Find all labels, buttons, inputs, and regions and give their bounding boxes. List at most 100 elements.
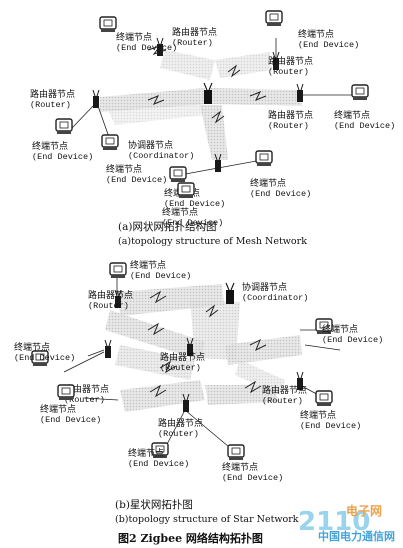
node-label-en: (Router)	[88, 301, 129, 311]
wireless-link-icon	[149, 290, 167, 304]
router-icon	[214, 153, 222, 172]
star-node-end: 终端节点(End Device)	[109, 259, 191, 281]
node-label-cn: 路由器节点	[88, 289, 133, 301]
router-icon	[272, 51, 280, 70]
watermark-number: 2110	[298, 507, 370, 537]
wireless-link-icon	[227, 64, 241, 78]
link-band	[225, 335, 302, 365]
node-label-cn: 终端节点	[32, 140, 68, 152]
wireless-link-icon	[147, 322, 165, 336]
link-band	[235, 360, 285, 395]
link-band	[118, 284, 224, 316]
node-label-en: (Router)	[160, 363, 201, 373]
figure-caption: 图2 Zigbee 网络结构拓扑图	[118, 531, 263, 545]
wireless-link-icon	[244, 380, 262, 394]
node-label-en: (Router)	[268, 67, 309, 77]
node-label-cn: 终端节点	[334, 109, 370, 121]
node-label-en: (End Device)	[106, 175, 167, 185]
mesh-node-router: 路由器节点(Router)	[268, 51, 313, 77]
node-label-en: (End Device)	[322, 335, 383, 345]
mesh-node-end: 终端节点(End Device)	[250, 150, 311, 199]
coordinator-icon	[203, 82, 213, 104]
router-icon	[186, 337, 194, 356]
node-label-cn: 路由器节点	[172, 26, 217, 38]
node-label-en: (End Device)	[250, 189, 311, 199]
node-label-cn: 终端节点	[250, 177, 286, 189]
link-band	[210, 88, 302, 106]
node-label-en: (End Device)	[40, 415, 101, 425]
mesh-node-end: 终端节点(End Device)	[99, 16, 177, 53]
watermark-logo: 2110 电子网 中国电力通信网	[298, 503, 395, 543]
wireless-link-icon	[159, 360, 177, 374]
end-device-icon	[351, 84, 369, 100]
end-device-icon	[169, 166, 187, 182]
star-caption-en: (b)topology structure of Star Network	[115, 514, 299, 525]
node-label-en: (End Device)	[14, 353, 75, 363]
end-device-icon	[265, 10, 283, 26]
end-device-icon	[255, 150, 273, 166]
node-label-cn: 终端节点	[162, 206, 198, 218]
end-device-icon	[109, 262, 127, 278]
mesh-node-router: 路由器节点(Router)	[268, 83, 313, 131]
star-node-coord: 协调器节点(Coordinator)	[225, 281, 308, 304]
end-device-icon	[101, 134, 119, 150]
node-label-en: (Router)	[30, 100, 71, 110]
node-label-cn: 路由器节点	[268, 55, 313, 67]
mesh-caption-en: (a)topology structure of Mesh Network	[118, 236, 307, 247]
mesh-router-bottom	[214, 153, 222, 172]
mesh-node-end: 终端节点(End Device)	[334, 84, 395, 131]
link-band	[120, 380, 205, 412]
star-node-router: 路由器节点(Router)	[158, 393, 203, 439]
router-icon	[156, 37, 164, 56]
node-label-cn: 终端节点	[130, 259, 166, 271]
router-icon	[296, 371, 304, 390]
mesh-node-end: 终端节点(End Device)	[265, 10, 359, 50]
star-link-bands	[105, 284, 302, 412]
node-label-en: (Router)	[172, 38, 213, 48]
node-label-cn: 终端节点	[300, 409, 336, 421]
node-label-en: (End Device)	[128, 459, 189, 469]
end-device-icon	[55, 118, 73, 134]
node-label-cn: 路由器节点	[64, 383, 109, 395]
node-label-en: (End Device)	[298, 40, 359, 50]
node-label-en: (End Device)	[32, 152, 93, 162]
node-label-cn: 终端节点	[222, 461, 258, 473]
watermark-brand-top: 电子网	[346, 503, 382, 518]
node-label-en: (Coordinator)	[128, 151, 194, 161]
star-nodes: 终端节点(End Device)路由器节点(Router)协调器节点(Coord…	[14, 259, 383, 483]
node-label-cn: 终端节点	[116, 31, 152, 43]
node-label-en: (Coordinator)	[242, 293, 308, 303]
node-label-cn: 终端节点	[128, 447, 164, 459]
mesh-node-router: 路由器节点(Router)	[156, 26, 217, 56]
mesh-network-diagram: 终端节点(End Device)终端节点(End Device)路由器节点(Ro…	[30, 10, 395, 247]
router-icon	[114, 289, 122, 308]
end-device-icon	[151, 442, 169, 458]
node-label-en: (Router)	[262, 396, 303, 406]
node-label-cn: 路由器节点	[268, 109, 313, 121]
mesh-node-end: 终端节点(End Device)	[162, 182, 223, 228]
node-label-cn: 终端节点	[106, 163, 142, 175]
link-band	[108, 100, 205, 125]
wireless-link-icon	[205, 304, 219, 318]
node-label-cn: 终端节点	[322, 323, 358, 335]
node-label-en: (End Device)	[130, 271, 191, 281]
end-device-icon	[315, 318, 333, 334]
star-node-router: 路由器节点(Router)	[262, 371, 307, 406]
star-network-diagram: 终端节点(End Device)路由器节点(Router)协调器节点(Coord…	[14, 259, 383, 525]
node-label-en: (Router)	[158, 429, 199, 439]
end-device-icon	[177, 182, 195, 198]
end-device-icon	[31, 350, 49, 366]
link-band	[115, 345, 195, 380]
router-icon	[92, 89, 100, 108]
star-node-router: 路由器节点(Router)	[88, 289, 133, 311]
node-label-cn: 路由器节点	[30, 88, 75, 100]
mesh-node-router: 路由器节点(Router)	[30, 88, 100, 110]
node-label-en: (End Device)	[162, 218, 223, 228]
node-label-cn: 路由器节点	[158, 417, 203, 429]
node-label-en: (End Device)	[300, 421, 361, 431]
node-label-cn: 终端节点	[14, 341, 50, 353]
router-icon	[296, 83, 304, 102]
node-label-cn: 协调器节点	[128, 139, 173, 151]
node-label-cn: 协调器节点	[242, 281, 287, 293]
